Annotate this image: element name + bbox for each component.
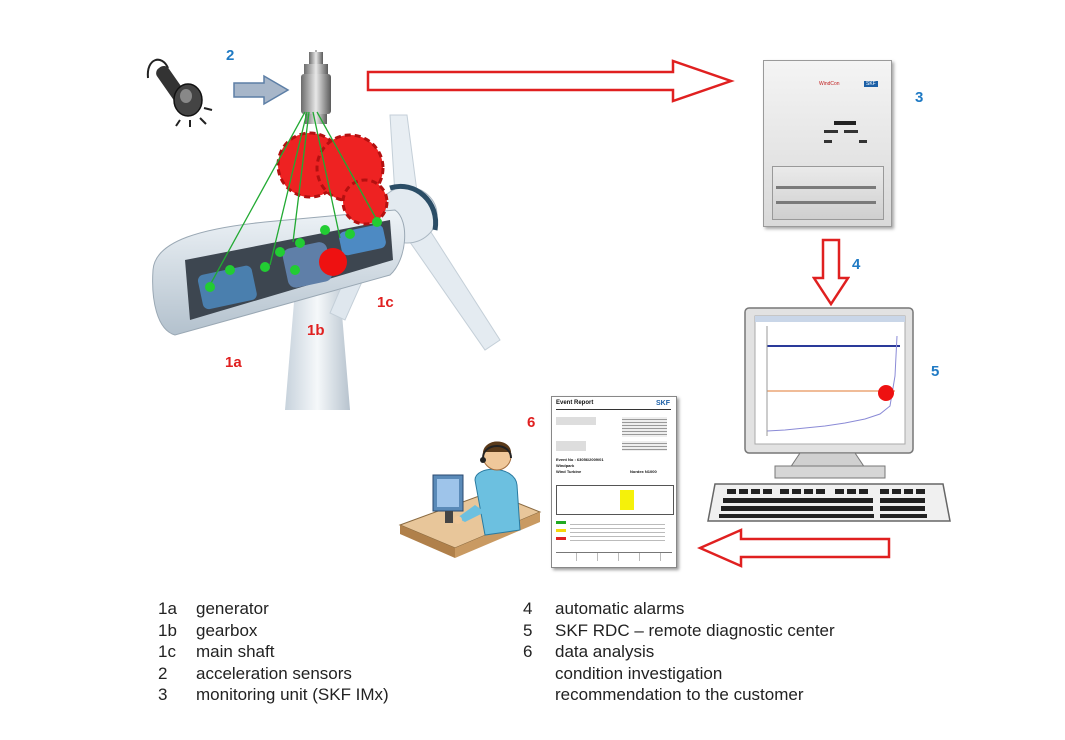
legend-key: 6: [523, 642, 533, 661]
microphone-icon: [146, 58, 213, 127]
legend-label: SKF RDC – remote diagnostic center: [555, 620, 835, 640]
arrow-to-monitoring-unit-icon: [366, 59, 735, 103]
legend-label: main shaft: [196, 642, 275, 661]
legend-key: 2: [158, 663, 168, 683]
acceleration-sensor-icon: [301, 50, 331, 124]
event-report-document: Event Report SKF Event No : 63056/2009/0…: [551, 396, 677, 568]
label-alarms-number: 4: [852, 256, 861, 273]
legend-item: 3 monitoring unit (SKF IMx): [158, 684, 389, 706]
operator-at-desk-icon: [398, 441, 542, 558]
report-brand: SKF: [656, 400, 670, 407]
legend-label: acceleration sensors: [196, 663, 352, 683]
label-sensors-number: 2: [226, 47, 235, 64]
legend-label: monitoring unit (SKF IMx): [196, 685, 389, 704]
legend-item: 2 acceleration sensors: [158, 663, 389, 685]
cabinet-panel: [824, 116, 879, 156]
report-turbine: Wind Turbine: [556, 469, 582, 474]
label-shaft-number: 1c: [377, 294, 394, 311]
legend-label: recommendation to the customer: [555, 685, 804, 704]
legend-label: automatic alarms: [555, 599, 685, 618]
legend-label: condition investigation: [555, 663, 723, 683]
legend-key: [523, 684, 555, 706]
label-report-number: 6: [527, 414, 536, 431]
report-windpark: Windpark: [556, 463, 575, 468]
monitoring-unit-cabinet: WindCon SKF: [763, 60, 892, 227]
legend-item: 6 data analysis: [523, 641, 835, 663]
legend-item: recommendation to the customer: [523, 684, 835, 706]
label-monitoring-unit-number: 3: [915, 89, 924, 106]
legend-key: [523, 663, 555, 685]
label-rdc-number: 5: [931, 363, 940, 380]
report-event-number: Event No : 63056/2009/01: [556, 457, 604, 462]
report-title: Event Report: [556, 400, 594, 406]
legend-item: 5 SKF RDC – remote diagnostic center: [523, 620, 835, 642]
legend-label: gearbox: [196, 620, 258, 640]
legend-item: 1a generator: [158, 598, 389, 620]
cabinet-brand-label: SKF: [864, 81, 878, 87]
legend-label: generator: [196, 599, 269, 618]
legend-key: 1a: [158, 599, 177, 618]
legend-item: 1c main shaft: [158, 641, 389, 663]
cabinet-product-label: WindCon: [819, 81, 840, 87]
label-generator-number: 1a: [225, 354, 242, 371]
legend-label: data analysis: [555, 642, 655, 661]
rdc-computer-icon: [707, 307, 951, 522]
legend-left: 1a generator 1b gearbox 1c main shaft 2 acce…: [158, 598, 389, 706]
legend-key: 1b: [158, 620, 177, 640]
legend-right: 4 automatic alarms 5 SKF RDC – remote diag…: [523, 598, 835, 706]
label-gearbox-number: 1b: [307, 322, 325, 339]
report-nordex: Nordex N1000: [630, 469, 657, 474]
wind-turbine-illustration: [152, 111, 501, 410]
legend-item: 1b gearbox: [158, 620, 389, 642]
legend-item: condition investigation: [523, 663, 835, 685]
blue-arrow-icon: [233, 74, 290, 106]
legend-key: 1c: [158, 642, 176, 661]
legend-key: 5: [523, 620, 533, 640]
arrow-to-report-icon: [697, 528, 891, 568]
legend-item: 4 automatic alarms: [523, 598, 835, 620]
alarm-down-arrow-icon: [812, 238, 850, 306]
legend-key: 3: [158, 685, 168, 704]
legend-key: 4: [523, 599, 533, 618]
